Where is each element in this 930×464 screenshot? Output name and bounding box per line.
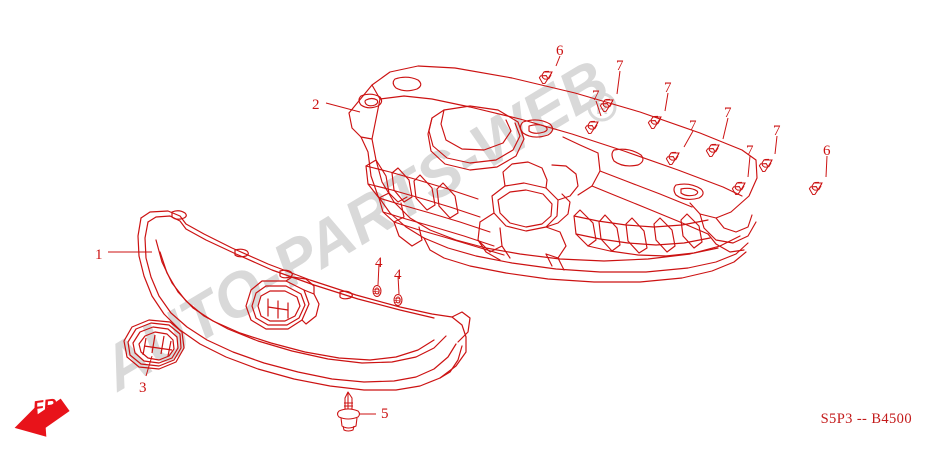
grille-honda-emblem — [245, 276, 320, 330]
leader-6b — [825, 155, 828, 178]
callout-5: 5 — [381, 406, 389, 422]
callout-7c: 7 — [664, 80, 672, 96]
callout-6a: 6 — [556, 43, 564, 59]
leader-3 — [145, 355, 153, 377]
leader-4a — [377, 263, 380, 286]
screw-7g — [757, 155, 776, 173]
callout-2: 2 — [312, 97, 320, 113]
callout-7g: 7 — [773, 123, 781, 139]
leader-7e — [722, 117, 729, 140]
screw-7d — [664, 148, 683, 166]
screw-6b — [807, 178, 826, 196]
leader-7b — [595, 100, 602, 117]
callout-7b: 7 — [592, 88, 600, 104]
leader-7f — [747, 155, 751, 178]
svg-text:AUTO-PARTS-WEB: AUTO-PARTS-WEB — [88, 47, 621, 405]
callout-7e: 7 — [724, 105, 732, 121]
front-grille — [137, 210, 471, 391]
screw-7e — [704, 140, 723, 158]
leader-6a — [555, 55, 561, 67]
leader-4b — [397, 275, 400, 295]
grommets — [372, 285, 403, 306]
callout-7d: 7 — [689, 118, 697, 134]
part-code-label: S5P3 -- B4500 — [820, 411, 912, 427]
watermark: AUTO-PARTS-WEB R — [88, 47, 621, 405]
callout-4a: 4 — [375, 255, 383, 271]
leader-7g — [774, 135, 778, 155]
callout-4b: 4 — [394, 267, 402, 283]
callout-3: 3 — [139, 380, 147, 396]
push-clip — [336, 391, 361, 432]
leader-7a — [616, 70, 621, 95]
callout-6b: 6 — [823, 143, 831, 159]
callout-1: 1 — [95, 247, 103, 263]
honda-emblem-part — [123, 319, 185, 370]
callout-7f: 7 — [746, 143, 754, 159]
leader-2 — [325, 102, 361, 113]
leader-lines — [108, 55, 828, 415]
screw-7f — [730, 178, 749, 196]
fr-arrow — [14, 398, 70, 437]
upper-grille-cover — [348, 65, 758, 283]
front-direction-label: FR. — [31, 394, 63, 418]
leader-7c — [664, 92, 669, 112]
callout-7a: 7 — [616, 58, 624, 74]
leader-7d — [683, 130, 694, 148]
